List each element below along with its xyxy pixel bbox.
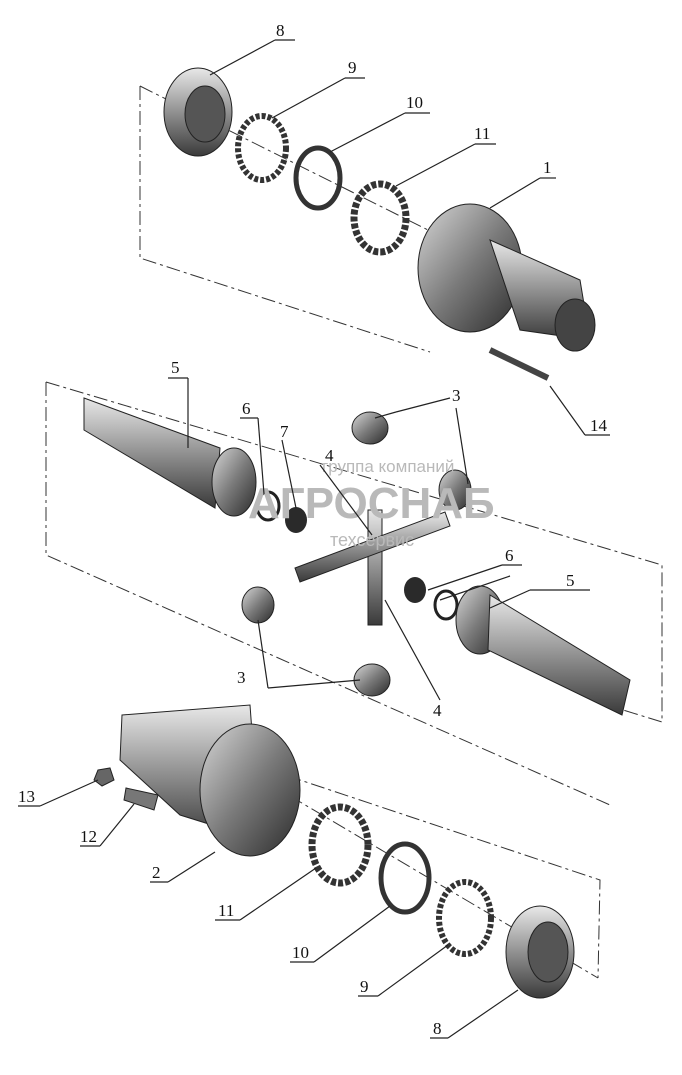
shim-7-right [404, 577, 426, 603]
callout-14: 14 [590, 416, 608, 435]
callout-6-left: 6 [242, 399, 251, 418]
callout-7: 7 [280, 422, 289, 441]
shim-7 [285, 507, 307, 533]
callout-5-left: 5 [171, 358, 180, 377]
callout-11-top: 11 [474, 124, 490, 143]
callout-9-top: 9 [348, 58, 357, 77]
callout-1: 1 [543, 158, 552, 177]
callout-8-top: 8 [276, 21, 285, 40]
half-shaft-gear-left [83, 397, 257, 517]
watermark: группа компаний АГРОСНАБ техсервис [248, 457, 495, 550]
callout-10-bottom: 10 [292, 943, 309, 962]
bolt-14 [488, 347, 550, 381]
half-shaft-gear-right [455, 585, 631, 716]
assembly-outline-middle [45, 381, 663, 806]
friction-disc-10-top [293, 145, 343, 211]
bearing-cup-top [163, 67, 233, 157]
bearing-cup-bottom [505, 905, 575, 999]
callout-numbers: 8 9 10 11 1 14 5 6 7 3 4 6 5 3 4 13 12 2… [18, 21, 608, 1038]
watermark-line-2: АГРОСНАБ [248, 479, 495, 528]
callout-13: 13 [18, 787, 35, 806]
watermark-line-3: техсервис [330, 530, 414, 550]
lock-plate-12 [123, 787, 159, 811]
callout-9-bottom: 9 [360, 977, 369, 996]
friction-disc-9-bottom [436, 879, 494, 957]
pinion-3-top [351, 411, 389, 445]
differential-housing-2 [119, 704, 301, 857]
callout-2: 2 [152, 863, 161, 882]
callout-11-bottom: 11 [218, 901, 234, 920]
pinion-3-left [241, 586, 275, 624]
leader-lines [18, 39, 610, 1039]
friction-disc-11-top [350, 180, 410, 256]
callout-5-right: 5 [566, 571, 575, 590]
callout-10-top: 10 [406, 93, 423, 112]
thrust-washer-6-right [433, 589, 459, 621]
spider-cross-4 [294, 509, 451, 626]
callout-4-bottom: 4 [433, 701, 442, 720]
callout-6-right: 6 [505, 546, 514, 565]
callout-8-bottom: 8 [433, 1019, 442, 1038]
pinion-3-right [438, 469, 472, 511]
watermark-line-1: группа компаний [322, 457, 454, 476]
callout-3-top: 3 [452, 386, 461, 405]
differential-housing-1 [417, 203, 596, 352]
friction-disc-9-top [235, 113, 289, 183]
assembly-outline-bottom [239, 759, 601, 979]
callout-4-top: 4 [325, 446, 334, 465]
callout-3-bottom: 3 [237, 668, 246, 687]
thrust-washer-6-left [255, 490, 281, 522]
callout-12: 12 [80, 827, 97, 846]
nut-13 [93, 767, 115, 787]
friction-disc-10-bottom [378, 841, 432, 915]
friction-disc-11-bottom [308, 803, 372, 887]
